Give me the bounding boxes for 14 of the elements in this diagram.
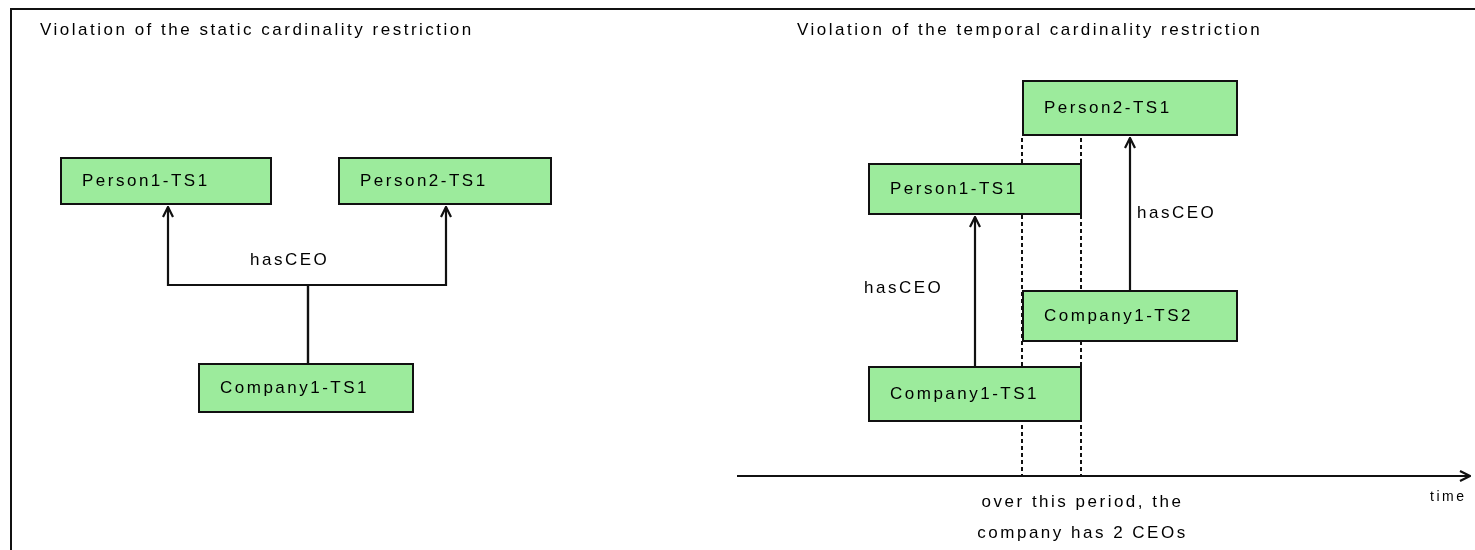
class-box: Person2-TS1 xyxy=(338,157,552,205)
arrow xyxy=(1123,136,1137,290)
panel-title: Violation of the static cardinality restriction xyxy=(40,20,474,40)
class-box: Person1-TS1 xyxy=(60,157,272,205)
class-box: Company1-TS1 xyxy=(198,363,414,413)
class-box: Person2-TS1 xyxy=(1022,80,1238,136)
annotation-text: over this period, the company has 2 CEOs xyxy=(976,491,1189,544)
arrow xyxy=(306,205,453,363)
arrow xyxy=(968,215,982,366)
axis-label: time xyxy=(1430,488,1467,504)
class-box: Company1-TS2 xyxy=(1022,290,1238,342)
class-box: Person1-TS1 xyxy=(868,163,1082,215)
panel-title: Violation of the temporal cardinality restriction xyxy=(797,20,1263,40)
class-box: Company1-TS1 xyxy=(868,366,1082,422)
